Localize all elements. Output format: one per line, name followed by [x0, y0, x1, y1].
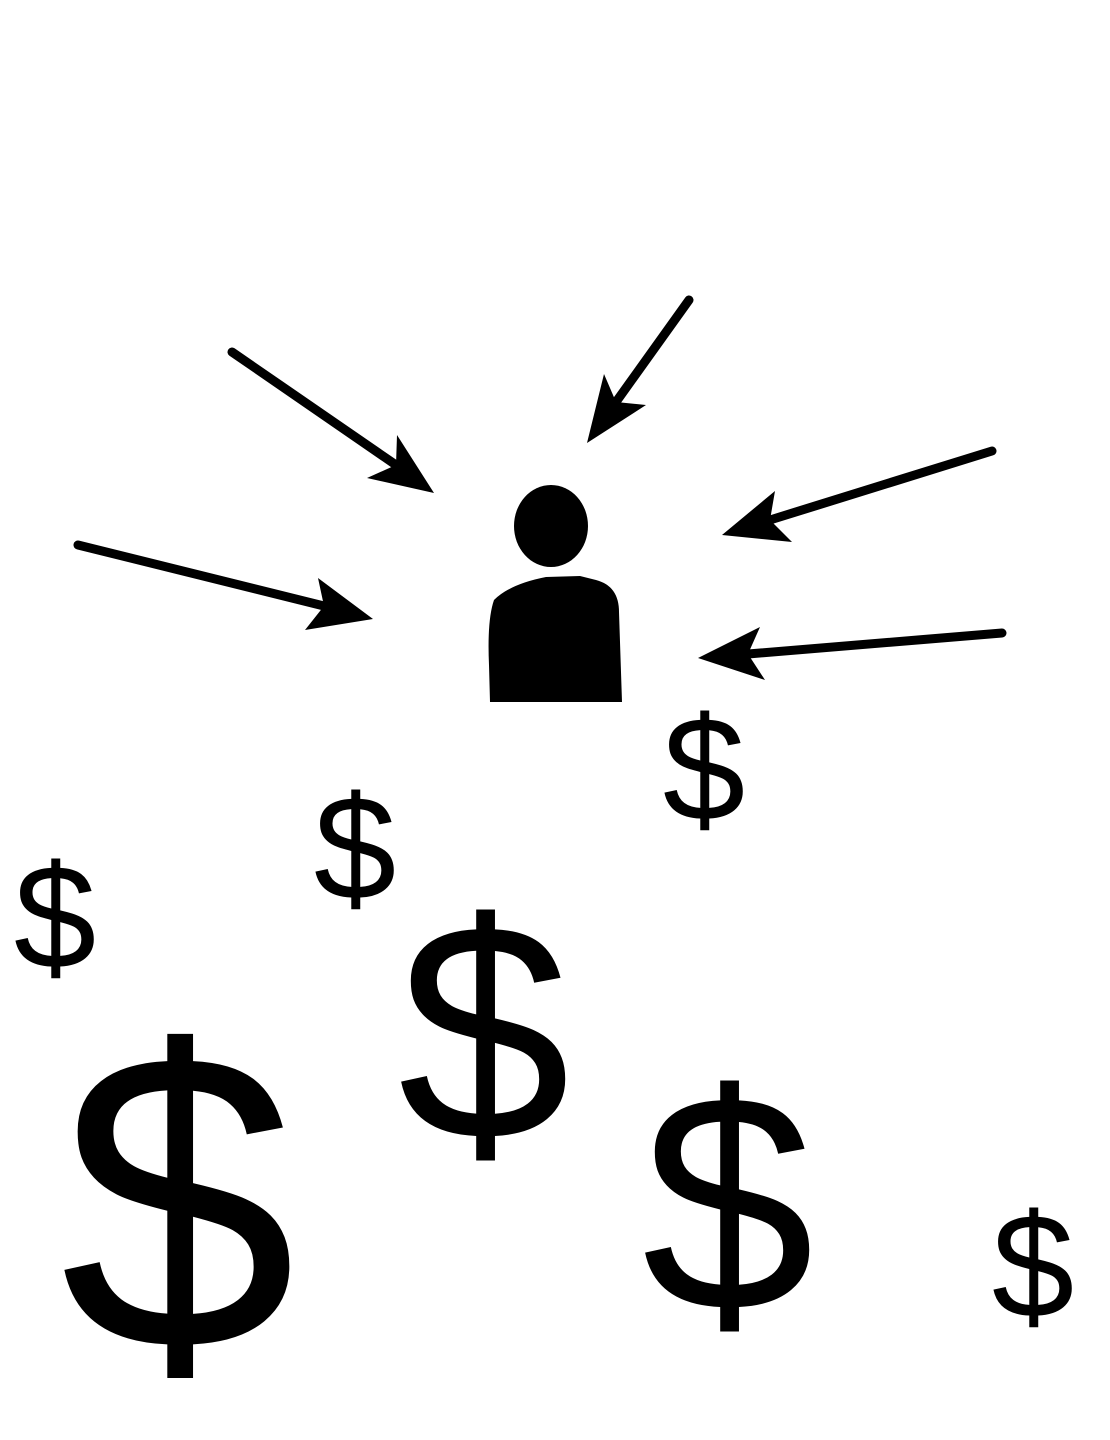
- arrow-top: [587, 295, 694, 443]
- person-body: [488, 576, 622, 702]
- dollar-sign-small-4: $: [991, 1184, 1075, 1349]
- arrow-left: [73, 540, 373, 630]
- dollar-sign-small-2: $: [313, 766, 397, 931]
- arrow-right: [698, 627, 1007, 680]
- dollar-sign-large-2: $: [641, 1029, 815, 1376]
- dollar-sign-small-1: $: [662, 687, 746, 852]
- arrow-top-left: [227, 347, 434, 493]
- arrow-upper-right: [722, 446, 997, 542]
- diagram-canvas: $ $ $ $ $ $ $: [13, 295, 1075, 1415]
- diagram-svg: [73, 295, 1007, 702]
- dollar-sign-largest: $: [59, 964, 297, 1440]
- person-head: [514, 485, 588, 567]
- dollar-sign-small-3: $: [13, 835, 97, 1000]
- dollar-sign-large-1: $: [397, 858, 571, 1205]
- person-icon: [488, 485, 622, 702]
